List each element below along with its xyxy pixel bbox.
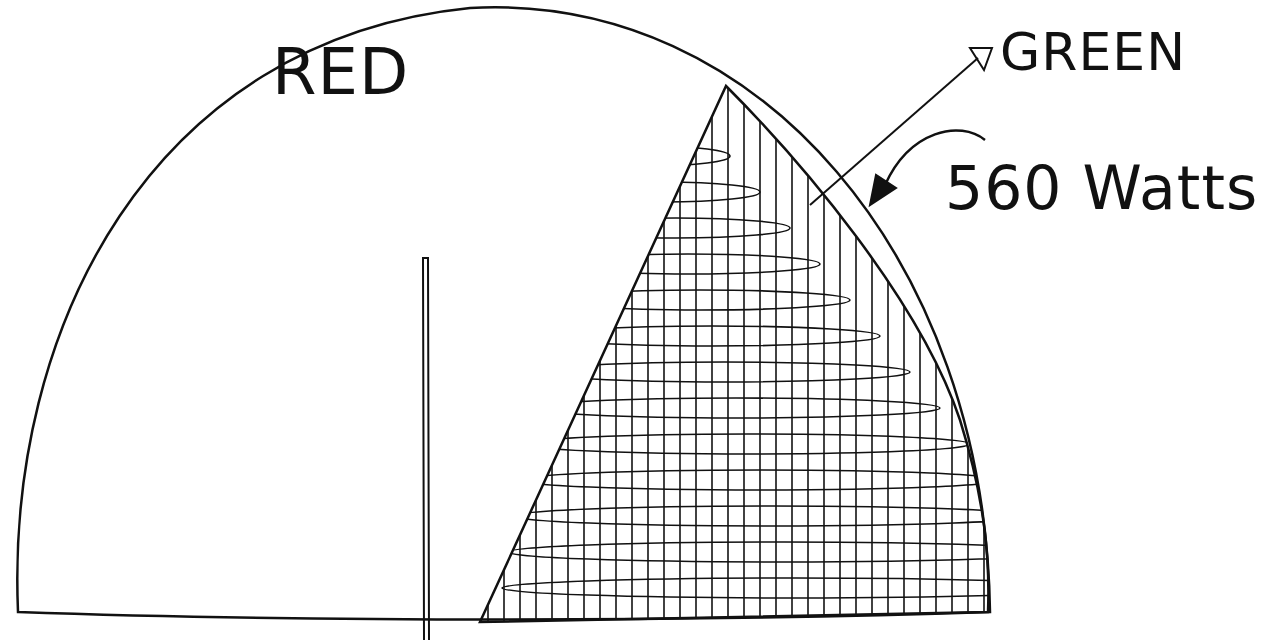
hatch-loop (508, 542, 1060, 562)
region-label: GREEN (1000, 26, 1186, 78)
hatch-loop (544, 326, 880, 346)
hatch-loop (502, 578, 1090, 598)
hatch-loop (568, 182, 760, 202)
hatch-loop (514, 506, 1030, 526)
leader-arrowhead (870, 175, 896, 205)
hatch-loop (520, 470, 1000, 490)
hatch-loop (550, 290, 850, 310)
power-label: 560 Watts (945, 158, 1258, 218)
leader-arrowhead (970, 48, 992, 70)
center-spike (423, 258, 429, 640)
hatch-loop (574, 146, 730, 166)
hatch-loop (538, 362, 910, 382)
region-label: RED (272, 40, 409, 104)
hatch-loop (556, 254, 820, 274)
hatch-loop (526, 434, 970, 454)
hatch-loop (532, 398, 940, 418)
hatch-loop (562, 218, 790, 238)
hatch-loop (580, 110, 700, 130)
